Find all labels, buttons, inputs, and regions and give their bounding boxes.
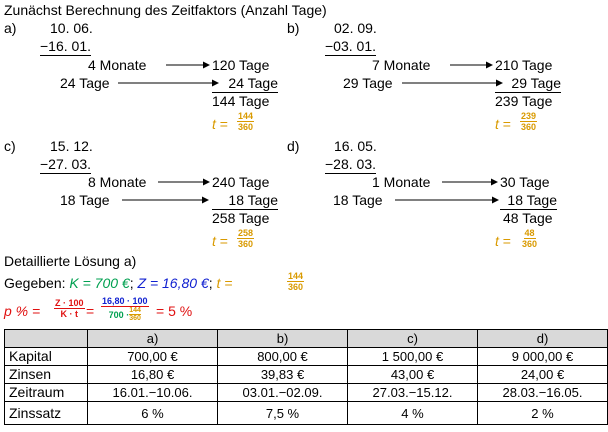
part-a-months: 4 Monate xyxy=(88,57,147,73)
table-cell: 16,80 € xyxy=(87,365,218,384)
part-a-days-right: 24 Tage xyxy=(212,75,278,93)
table-header-cell xyxy=(4,329,88,348)
part-b-date2: −03. 01. xyxy=(325,38,376,56)
table-cell: 1 500,00 € xyxy=(347,347,478,366)
table-cell: 39,83 € xyxy=(217,365,348,384)
part-d-days: 18 Tage xyxy=(333,192,383,208)
part-a-date1: 10. 06. xyxy=(50,20,93,36)
part-d-label: d) xyxy=(287,138,300,154)
part-a-date2: −16. 01. xyxy=(40,38,91,56)
formula-substituted: 16,80 · 100 700 · 144 360 xyxy=(101,296,149,322)
table-row: Zinssatz 6 % 7,5 % 4 % 2 % xyxy=(4,401,608,425)
table-cell: 27.03.−15.12. xyxy=(347,383,478,402)
table-cell: 7,5 % xyxy=(217,401,348,425)
part-d-days-right: 18 Tage xyxy=(500,192,557,210)
part-d-months-days: 30 Tage xyxy=(500,174,550,190)
table-cell: 43,00 € xyxy=(347,365,478,384)
part-a-time-factor: t = xyxy=(212,116,228,132)
row-label: Zinsen xyxy=(4,365,88,384)
part-c-label: c) xyxy=(4,138,16,154)
part-c-total: 258 Tage xyxy=(212,210,270,226)
part-c-months: 8 Monate xyxy=(88,174,147,190)
part-c-days-right: 18 Tage xyxy=(212,192,278,210)
table-cell: 03.01.−02.09. xyxy=(217,383,348,402)
table-row: Zeitraum 16.01.−10.06. 03.01.−02.09. 27.… xyxy=(4,383,608,402)
row-label: Kapital xyxy=(4,347,88,366)
part-c-months-days: 240 Tage xyxy=(212,174,270,190)
table-cell: 28.03.−16.05. xyxy=(477,383,608,402)
results-table: a) b) c) d) Kapital 700,00 € 800,00 € 1 … xyxy=(4,329,608,425)
table-header-cell: d) xyxy=(477,329,608,348)
part-c-time-factor: t = xyxy=(212,233,228,249)
table-cell: 800,00 € xyxy=(217,347,348,366)
part-b-days: 29 Tage xyxy=(343,75,393,91)
part-c-date2: −27. 03. xyxy=(40,156,91,174)
part-b-total: 239 Tage xyxy=(495,93,553,109)
part-a-months-days: 120 Tage xyxy=(212,57,270,73)
table-header-cell: c) xyxy=(347,329,478,348)
part-c-days: 18 Tage xyxy=(60,192,110,208)
part-a-label: a) xyxy=(4,20,17,36)
row-label: Zeitraum xyxy=(4,383,88,402)
table-cell: 700,00 € xyxy=(87,347,218,366)
row-label: Zinssatz xyxy=(4,401,88,425)
part-d-date2: −28. 03. xyxy=(325,156,376,174)
table-row: Zinsen 16,80 € 39,83 € 43,00 € 24,00 € xyxy=(4,365,608,384)
table-cell: 6 % xyxy=(87,401,218,425)
part-c-date1: 15. 12. xyxy=(50,138,93,154)
table-header-cell: a) xyxy=(87,329,218,348)
given-line: Gegeben: K = 700 €; Z = 16,80 €; t = xyxy=(4,275,233,291)
table-row: Kapital 700,00 € 800,00 € 1 500,00 € 9 0… xyxy=(4,347,608,366)
formula-p: p % = xyxy=(4,303,41,319)
given-capital: K = 700 € xyxy=(69,275,130,291)
part-b-months-days: 210 Tage xyxy=(495,57,553,73)
table-cell: 16.01.−10.06. xyxy=(87,383,218,402)
given-interest: Z = 16,80 € xyxy=(137,275,209,291)
part-b-days-right: 29 Tage xyxy=(495,75,561,93)
table-header-cell: b) xyxy=(217,329,348,348)
part-b-months: 7 Monate xyxy=(372,57,431,73)
part-b-date1: 02. 09. xyxy=(334,20,377,36)
solution-title: Detaillierte Lösung a) xyxy=(4,253,137,269)
table-cell: 4 % xyxy=(347,401,478,425)
part-b-time-factor: t = xyxy=(495,116,511,132)
part-a-total: 144 Tage xyxy=(212,93,270,109)
table-cell: 24,00 € xyxy=(477,365,608,384)
table-cell: 9 000,00 € xyxy=(477,347,608,366)
part-d-date1: 16. 05. xyxy=(334,138,377,154)
part-b-label: b) xyxy=(287,20,300,36)
formula-eq: = xyxy=(86,303,95,319)
part-a-days: 24 Tage xyxy=(60,75,110,91)
heading: Zunächst Berechnung des Zeitfaktors (Anz… xyxy=(4,2,327,18)
part-d-time-factor: t = xyxy=(495,233,511,249)
part-d-months: 1 Monate xyxy=(372,174,431,190)
part-d-total: 48 Tage xyxy=(503,210,553,226)
formula-result: = 5 % xyxy=(156,303,193,319)
table-cell: 2 % xyxy=(477,401,608,425)
table-header-row: a) b) c) d) xyxy=(4,329,608,348)
given-time: t = xyxy=(216,275,233,291)
